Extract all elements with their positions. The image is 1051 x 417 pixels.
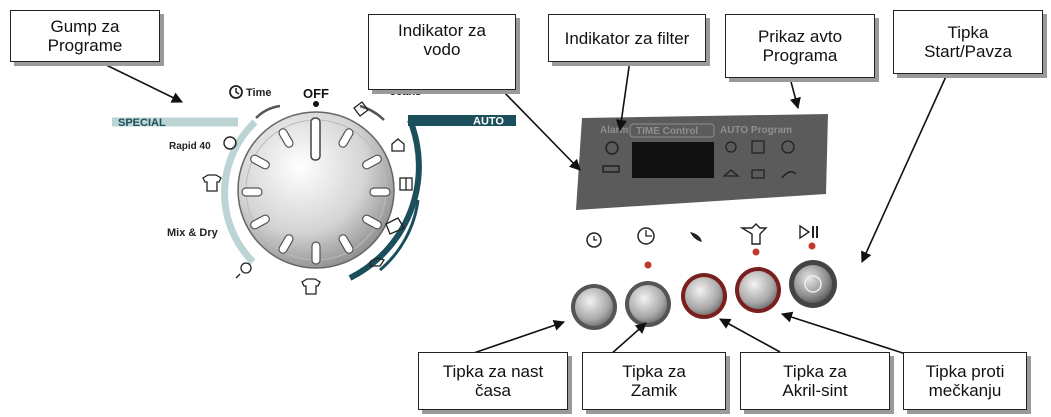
anticrease-symbol-icon [739,223,768,245]
callout-anticrease: Tipka proti mečkanju [903,352,1027,410]
arrow-acryl [719,318,781,353]
arrow-auto [789,77,801,110]
mix-dry-label: Mix & Dry [167,227,219,239]
callout-dial: Gump za Programe [10,10,160,62]
window-icon [399,177,413,191]
filter-indicator-icon [605,141,619,155]
special-label: SPECIAL [118,117,166,129]
window-auto-icon [751,140,765,154]
anticrease-led [752,248,760,256]
delay-button[interactable] [625,281,671,327]
start-pause-button[interactable] [789,260,837,308]
house-icon [391,138,405,152]
time-control-label: TIME Control [636,126,698,137]
auto-arc [348,118,422,281]
off-label: OFF [303,86,329,101]
delay-led [644,261,652,269]
anticrease-button[interactable] [735,267,781,313]
callout-filter: Indikator za filter [548,14,706,62]
shirt-icon [202,174,222,192]
rapid-label: Rapid 40 [169,141,211,152]
display-panel: Alarm TIME Control AUTO Program [576,114,828,210]
dial-pointer [310,117,321,161]
arrows [99,59,949,357]
arrow-anticrease [780,311,913,357]
arrow-filter [615,59,631,132]
arrow-delay [609,322,647,356]
clock-icon [229,85,243,99]
digital-display [632,142,714,178]
clock-symbol-icon [586,232,602,248]
water-indicator-icon [602,165,620,173]
off-indicator-dot [313,101,319,107]
acryl-button[interactable] [681,273,727,319]
play-pause-icon [799,224,818,240]
tshirt-wash-icon [301,278,321,295]
timer-icon [223,136,237,150]
dial-knob[interactable] [237,111,395,269]
jeans-icon [353,101,369,117]
fan-icon [781,140,795,154]
cupboard-icon [751,169,765,179]
alarm-label: Alarm [600,125,628,136]
button-symbols [586,223,818,269]
callout-start: Tipka Start/Pavza [893,10,1043,74]
auto-label: AUTO [473,116,504,128]
feather-symbol-icon [690,232,702,242]
arrow-water [499,87,581,171]
callout-auto: Prikaz avto Programa [725,14,875,78]
special-arc [221,119,258,265]
delay-symbol-icon [637,227,655,245]
program-dial[interactable]: SPECIAL AUTO OFF Tim [112,85,516,295]
steam-icon [369,257,385,267]
arrow-time-set [467,319,566,356]
arrow-start [861,71,949,264]
start-led [808,242,816,250]
time-set-button[interactable] [571,284,617,330]
feather-panel-icon [781,171,797,179]
callout-time-set: Tipka za nast časa [418,352,568,410]
auto-program-label: AUTO Program [720,125,792,136]
callout-water: Indikator za vodo [368,14,516,90]
yarn-icon [235,262,252,279]
hanger-icon [722,169,740,177]
sun-icon [725,141,737,153]
time-label: Time [246,87,271,99]
iron-icon [385,217,405,235]
arrow-dial [99,61,184,103]
callout-acryl: Tipka za Akril-sint [740,352,890,410]
callout-delay: Tipka za Zamik [582,352,726,410]
start-symbol-icon [804,275,822,293]
